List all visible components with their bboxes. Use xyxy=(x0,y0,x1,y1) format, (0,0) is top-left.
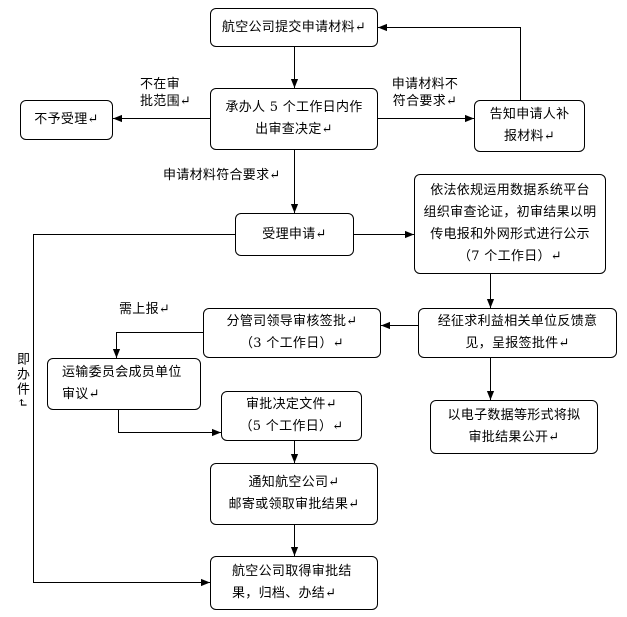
label-not-in-scope-line-2: 批范围↵ xyxy=(140,94,192,109)
label-not-compliant-line-2: 符合要求↵ xyxy=(392,94,458,109)
node-feedback-line-1: 经征求利益相关单位反馈意 xyxy=(437,314,598,329)
node-publicize-line-4: （7 个工作日）↵ xyxy=(458,249,562,264)
node-review-decision: 承办人 5 个工作日内作 出审查决定↵ xyxy=(210,88,378,150)
node-committee-line-1: 运输委员会成员单位 xyxy=(62,365,182,380)
arrow-signoff-to-committee xyxy=(112,332,203,358)
node-notify-line-2: 邮寄或领取审批结果↵ xyxy=(228,497,360,512)
node-disclose-line-2: 审批结果公开↵ xyxy=(468,430,560,445)
node-publicize: 依法依规运用数据系统平台 组织审查论证，初审结果以明 传电报和外网形式进行公示 … xyxy=(414,174,606,274)
arrow-committee-to-decision xyxy=(118,410,221,437)
node-supplement-line-1: 告知申请人补 xyxy=(489,107,570,122)
label-compliant: 申请材料符合要求↵ xyxy=(163,167,281,184)
node-publicize-line-3: 传电报和外网形式进行公示 xyxy=(430,227,590,242)
label-report-up: 需上报↵ xyxy=(119,301,170,318)
label-not-compliant: 申请材料不 符合要求↵ xyxy=(388,76,462,110)
label-instant-processing: 即办件↵ xyxy=(14,352,29,410)
node-notify-airline: 通知航空公司↵ 邮寄或领取审批结果↵ xyxy=(210,463,378,525)
node-publicize-line-2: 组织审查论证，初审结果以明 xyxy=(423,205,597,220)
node-submit-line-1: 航空公司提交申请材料↵ xyxy=(221,19,367,35)
node-disclose-line-1: 以电子数据等形式将拟 xyxy=(447,408,581,423)
node-supplement-line-2: 报材料↵ xyxy=(503,129,556,144)
node-accept-application: 受理申请↵ xyxy=(235,213,354,256)
label-compliant-text: 申请材料符合要求↵ xyxy=(163,168,281,183)
node-review-line-2: 出审查决定↵ xyxy=(255,122,333,137)
node-publicize-line-1: 依法依规运用数据系统平台 xyxy=(430,183,590,198)
node-final-line-2: 果，归档、办结↵ xyxy=(232,586,337,601)
node-signoff-line-2: （3 个工作日）↵ xyxy=(240,336,344,351)
label-report-up-text: 需上报↵ xyxy=(119,302,171,317)
node-reject: 不予受理↵ xyxy=(20,100,113,140)
node-sign-off: 分管司领导审核签批↵ （3 个工作日）↵ xyxy=(203,308,381,358)
node-notify-line-1: 通知航空公司↵ xyxy=(248,475,340,490)
label-not-in-scope-line-1: 不在审 xyxy=(140,77,180,92)
node-review-line-1: 承办人 5 个工作日内作 xyxy=(225,100,363,115)
node-committee-line-2: 审议↵ xyxy=(62,387,100,402)
node-disclose-result: 以电子数据等形式将拟 审批结果公开↵ xyxy=(430,400,598,454)
node-decision-line-2: （5 个工作日）↵ xyxy=(239,419,344,434)
node-decision-line-1: 审批决定文件↵ xyxy=(246,397,337,412)
node-final-archive: 航空公司取得审批结 果，归档、办结↵ xyxy=(210,556,378,610)
node-committee-review: 运输委员会成员单位 审议↵ xyxy=(47,358,201,410)
arrow-accept-to-final xyxy=(33,234,235,587)
node-accept-line-1: 受理申请↵ xyxy=(262,226,327,242)
arrow-supplement-to-submit xyxy=(378,23,521,100)
node-feedback: 经征求利益相关单位反馈意 见，呈报签批件↵ xyxy=(418,308,617,358)
node-feedback-line-2: 见，呈报签批件↵ xyxy=(465,336,570,351)
node-decision-document: 审批决定文件↵ （5 个工作日）↵ xyxy=(221,391,362,441)
node-reject-line-1: 不予受理↵ xyxy=(34,112,99,127)
label-not-in-scope: 不在审 批范围↵ xyxy=(140,76,191,110)
label-not-compliant-line-1: 申请材料不 xyxy=(391,77,459,92)
node-signoff-line-1: 分管司领导审核签批↵ xyxy=(226,314,358,329)
node-request-supplement: 告知申请人补 报材料↵ xyxy=(474,100,585,152)
node-submit-application: 航空公司提交申请材料↵ xyxy=(210,8,378,47)
node-final-line-1: 航空公司取得审批结 xyxy=(232,564,352,579)
